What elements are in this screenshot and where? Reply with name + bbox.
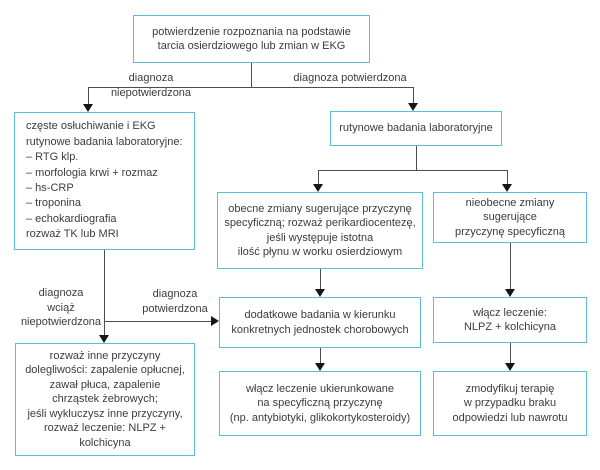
connector-left-branch xyxy=(88,87,89,104)
arrowhead-into-left-workup xyxy=(83,104,93,112)
arrowhead-into-changes-absent xyxy=(502,184,512,192)
node-modify-therapy: zmodyfikuj terapię w przypadku braku odp… xyxy=(433,371,587,436)
node-changes-present-specific-cause: obecne zmiany sugerujące przyczynę specy… xyxy=(217,192,423,269)
edge-label-diagnosis-confirmed-mid: diagnoza potwierdzona xyxy=(142,288,208,315)
connector-confirmed-to-additional-tests xyxy=(104,321,211,322)
connector-left-workup-to-other-causes xyxy=(104,250,105,335)
connector-nsaid-to-modify xyxy=(510,343,511,363)
node-targeted-treatment: włącz leczenie ukierunkowane na specyfic… xyxy=(219,371,421,436)
node-consider-other-causes: rozważ inne przyczyny dolegliwości: zapa… xyxy=(15,343,195,456)
node-frequent-auscultation-workup: częste osłuchiwanie i EKG rutynowe badan… xyxy=(14,112,195,250)
connector-labs-stem xyxy=(416,146,417,171)
node-confirmation-of-diagnosis: potwierdzenie rozpoznania na podstawie t… xyxy=(133,15,370,63)
connector-top-split xyxy=(88,87,414,88)
connector-changes-absent-branch xyxy=(507,170,508,184)
arrowhead-into-additional-tests-side xyxy=(211,316,219,326)
connector-additional-tests-to-targeted xyxy=(320,348,321,363)
node-nsaid-colchicine-treatment: włącz leczenie: NLPZ + kolchicyna xyxy=(433,297,587,343)
connector-changes-absent-to-nsaid xyxy=(510,243,511,289)
connector-labs-split xyxy=(318,170,508,171)
arrowhead-into-additional-tests xyxy=(315,289,325,297)
arrowhead-into-other-causes xyxy=(99,335,109,343)
arrowhead-into-modify-therapy xyxy=(505,363,515,371)
connector-right-branch xyxy=(413,87,414,103)
connector-changes-present-to-additional-tests xyxy=(320,269,321,289)
arrowhead-into-nsaid-treatment xyxy=(505,289,515,297)
node-changes-absent-specific-cause: nieobecne zmiany sugerujące przyczynę sp… xyxy=(433,192,587,243)
edge-label-diagnosis-confirmed: diagnoza potwierdzona xyxy=(293,72,407,84)
arrowhead-into-targeted-treatment xyxy=(315,363,325,371)
arrowhead-into-routine-labs xyxy=(408,103,418,111)
edge-label-diagnosis-not-confirmed: diagnoza niepotwierdzona xyxy=(110,72,192,99)
node-additional-tests: dodatkowe badania w kierunku konkretnych… xyxy=(219,297,421,348)
arrowhead-into-changes-present xyxy=(313,184,323,192)
connector-changes-present-branch xyxy=(318,170,319,184)
edge-label-diagnosis-still-not-confirmed: diagnoza wciąż niepotwierdzona xyxy=(20,287,102,328)
node-routine-laboratory-tests: rutynowe badania laboratoryjne xyxy=(330,111,502,146)
connector-top-stem xyxy=(251,63,252,87)
